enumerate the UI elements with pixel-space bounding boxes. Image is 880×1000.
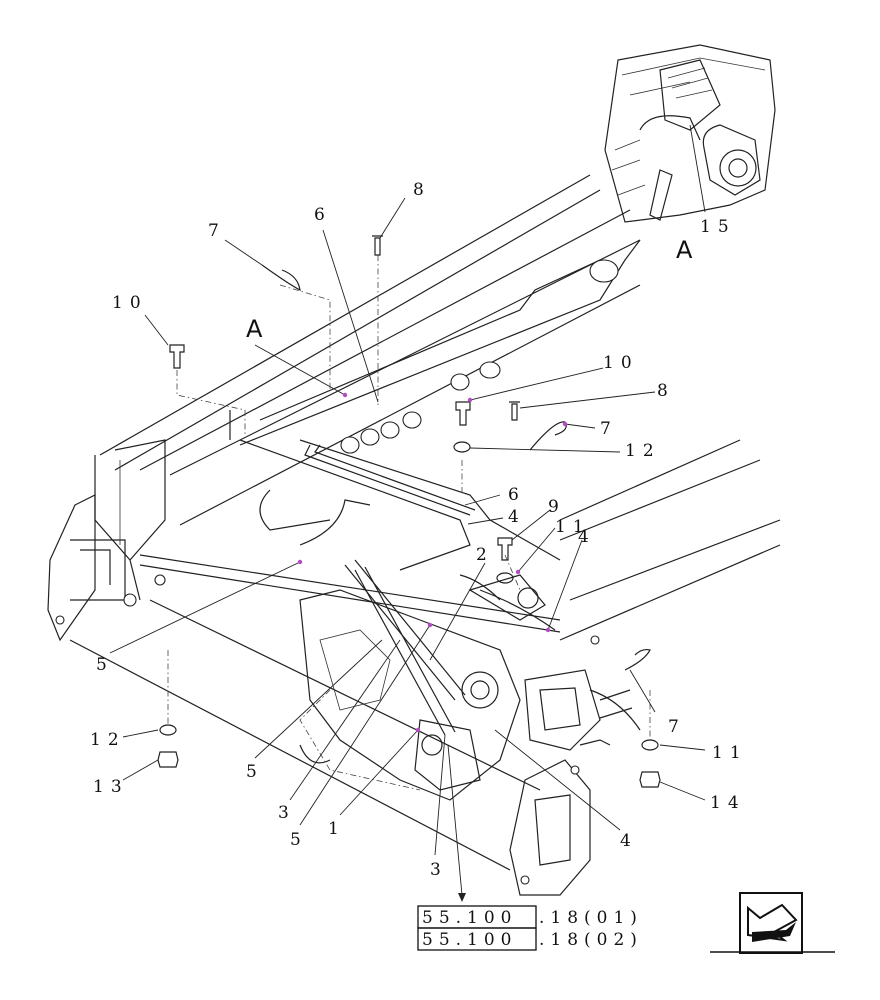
callout-11: 11	[712, 743, 748, 763]
callout-7: 7	[600, 419, 618, 439]
view-label-a-detail: A	[676, 236, 693, 264]
callout-14: 14	[710, 793, 746, 813]
callout-12: 12	[625, 441, 661, 461]
callout-13: 13	[93, 777, 129, 797]
clip-7-right	[529, 421, 567, 451]
bolt-10-right	[455, 401, 471, 426]
clip-7-lower	[624, 648, 651, 671]
callout-10: 10	[603, 353, 639, 373]
clip-7-top	[261, 264, 301, 292]
view-label-a-main: A	[246, 315, 263, 343]
reference-2-boxed: 55.100	[422, 930, 517, 950]
callout-6: 6	[314, 205, 332, 225]
gearbox-assembly	[299, 574, 633, 801]
callout-3: 3	[430, 860, 448, 880]
callout-12: 12	[90, 730, 126, 750]
reference-1-boxed: 55.100	[422, 908, 517, 928]
callout-3: 3	[278, 803, 296, 823]
callout-9: 9	[548, 497, 566, 517]
callout-15: 15	[700, 217, 736, 237]
callouts: 15 8 6 7 10 10 8 7 12 6 9 4 11 4 2 5 7 1…	[90, 180, 748, 880]
reference-1-suffix: .18(01)	[539, 908, 643, 928]
callout-4: 4	[578, 527, 596, 547]
pin-8-right	[509, 401, 520, 421]
frame-rails	[94, 174, 781, 645]
fasteners	[157, 235, 661, 788]
hydraulic-tubes	[259, 444, 641, 736]
reference-link-1[interactable]: 55.100 .18(01)	[417, 905, 643, 929]
callout-7: 7	[208, 221, 226, 241]
callout-5: 5	[96, 655, 114, 675]
callout-4: 4	[620, 831, 638, 851]
right-end-plate	[509, 759, 591, 896]
callout-5: 5	[290, 830, 308, 850]
detail-view-a	[604, 44, 776, 223]
callout-8: 8	[657, 381, 675, 401]
bolt-9	[497, 537, 513, 561]
arrow-back-icon[interactable]	[710, 892, 835, 954]
callout-5: 5	[246, 762, 264, 782]
callout-6: 6	[508, 485, 526, 505]
reference-link-2[interactable]: 55.100 .18(02)	[417, 927, 643, 951]
cross-references[interactable]: 55.100 .18(01) 55.100 .18(02)	[417, 905, 643, 951]
leader-lines	[109, 197, 706, 902]
assembly-lines	[167, 255, 651, 740]
bolt-10-left	[169, 344, 185, 369]
callout-4: 4	[508, 507, 526, 527]
callout-11: 11	[555, 517, 591, 537]
pin-8-top	[372, 235, 383, 256]
callout-10: 10	[112, 293, 148, 313]
callout-7: 7	[668, 717, 686, 737]
callout-8: 8	[413, 180, 431, 200]
reference-2-suffix: .18(02)	[539, 930, 643, 950]
left-end-plate	[47, 494, 561, 871]
callout-1: 1	[328, 819, 346, 839]
callout-2: 2	[476, 545, 494, 565]
